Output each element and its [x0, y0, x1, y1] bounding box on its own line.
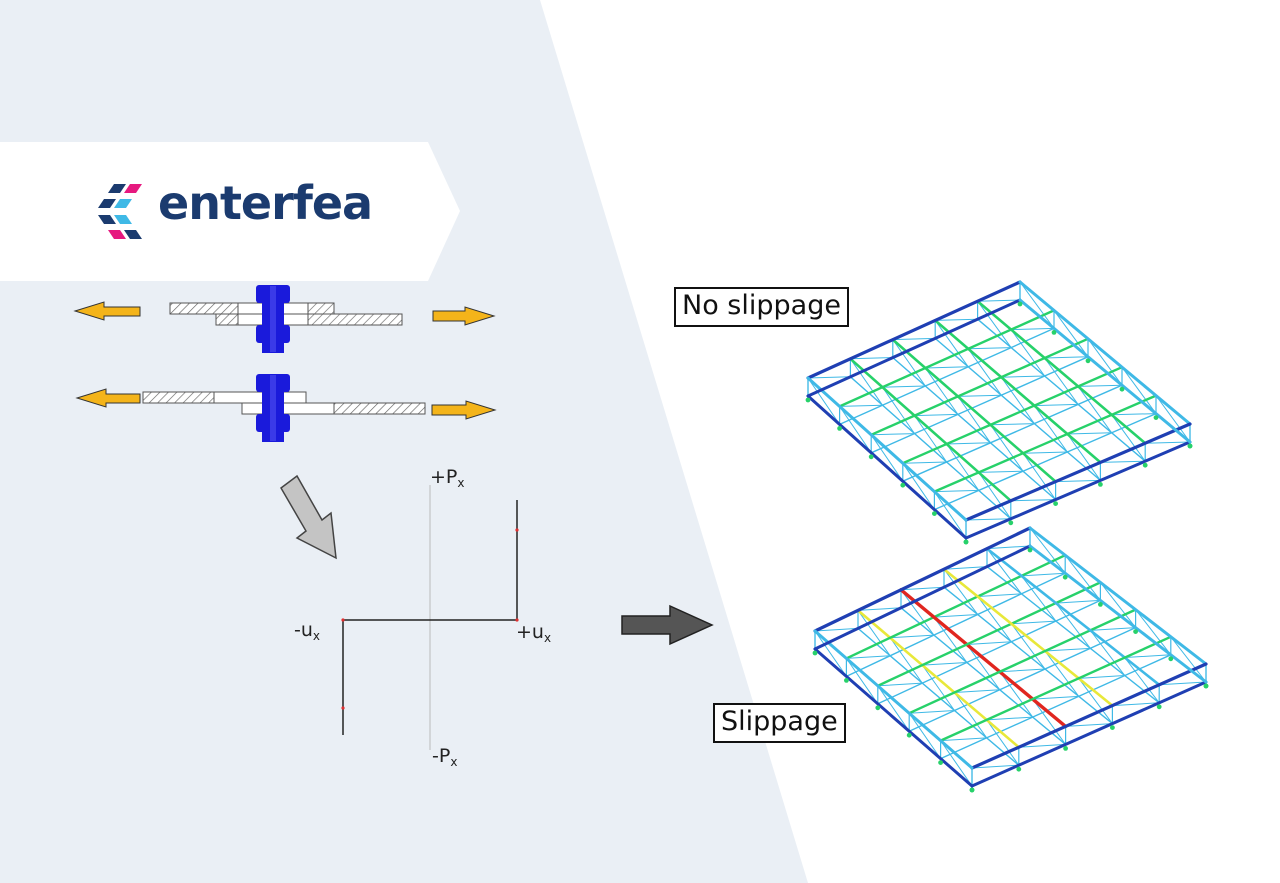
axis-label-py-positive: +Px [430, 466, 465, 490]
arrow-down-right-icon [280, 474, 337, 560]
slippage-label: Slippage [713, 703, 846, 744]
connection-slip [75, 374, 497, 442]
no-slippage-label: No slippage [674, 287, 849, 328]
bolt-icon [256, 374, 290, 442]
axis-label-py-negative: -Px [432, 745, 458, 769]
axis-label-ux-positive: +ux [516, 621, 552, 645]
axis-label-ux-negative: -ux [294, 619, 321, 643]
frame-slippage [812, 526, 1209, 793]
enterfea-logo-icon [98, 184, 142, 239]
frame-no-slippage [805, 280, 1193, 545]
bolt-icon [256, 285, 290, 353]
brand-name: enterfea [158, 176, 373, 230]
arrow-right-icon [621, 604, 714, 646]
connection-no-slip [73, 285, 496, 353]
